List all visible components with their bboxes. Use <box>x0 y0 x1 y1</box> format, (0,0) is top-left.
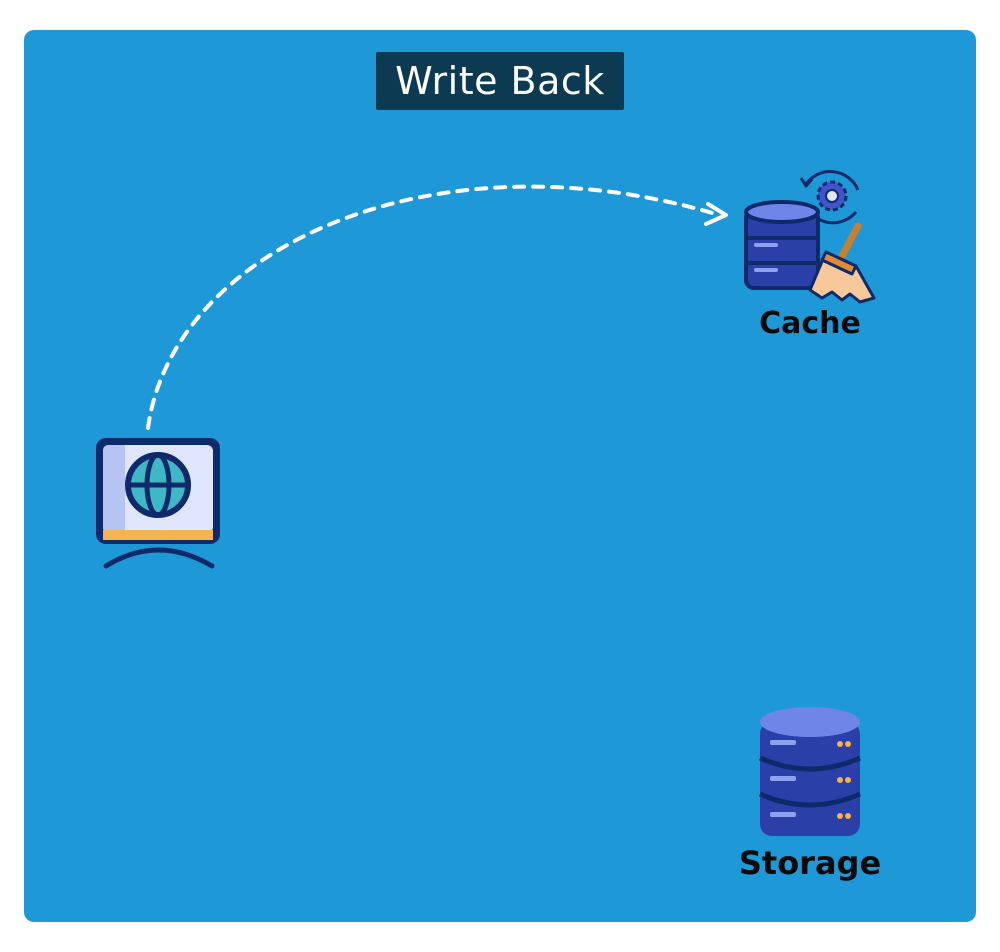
diagram-title: Write Back <box>376 52 624 110</box>
storage-label: Storage <box>738 844 882 882</box>
cache-label: Cache <box>759 306 861 341</box>
storage-database-icon <box>758 707 862 836</box>
broom-icon <box>808 222 876 304</box>
cache-database-icon <box>744 170 876 304</box>
edge-client-to-cache <box>146 184 728 430</box>
browser-monitor-icon <box>96 438 220 569</box>
gear-icon <box>799 170 860 225</box>
globe-icon <box>125 452 191 518</box>
